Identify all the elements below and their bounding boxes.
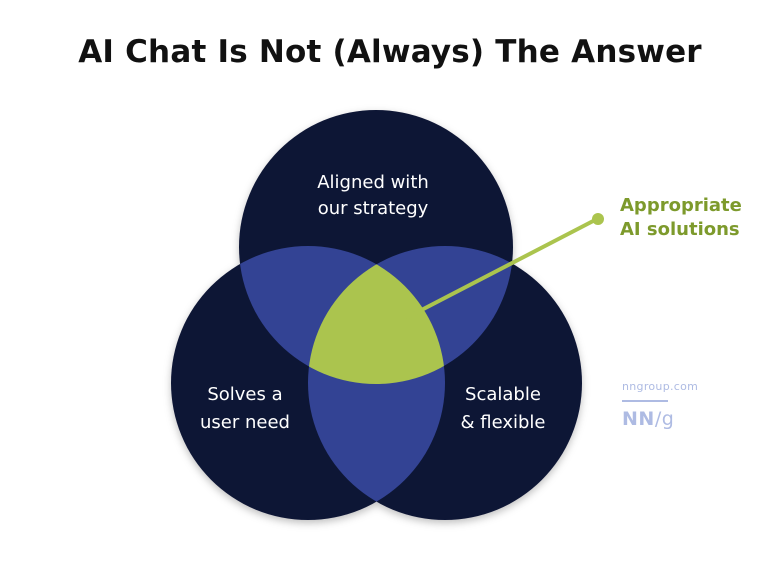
callout-label-line1: Appropriate: [620, 195, 742, 216]
brand-divider: [622, 400, 668, 402]
brand-logo-slash: /: [654, 408, 662, 430]
brand-url: nngroup.com: [622, 380, 699, 393]
callout-label-line2: AI solutions: [620, 219, 740, 240]
label-scalable-line1: Scalable: [465, 384, 541, 405]
label-scalable-line2: & flexible: [460, 412, 545, 433]
brand-block: nngroup.com NN/g: [622, 380, 712, 430]
brand-logo-g: g: [661, 408, 675, 430]
label-user-need-line1: Solves a: [207, 384, 282, 405]
overlap-center: [308, 246, 445, 384]
brand-logo-nn: NN: [622, 408, 655, 430]
label-user-need-line2: user need: [200, 412, 290, 433]
page-title: AI Chat Is Not (Always) The Answer: [78, 34, 702, 70]
label-strategy-line2: our strategy: [318, 198, 429, 219]
brand-logo: NN/g: [622, 408, 712, 430]
callout-dot: [592, 213, 604, 225]
callout-line: [406, 217, 599, 319]
label-strategy-line1: Aligned with: [317, 172, 429, 193]
